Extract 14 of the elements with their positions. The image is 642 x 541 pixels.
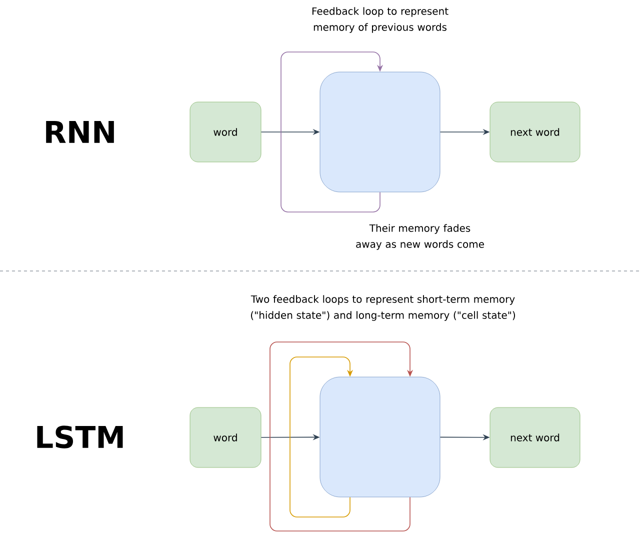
annotation: Feedback loop to represent memory of previous words bbox=[312, 7, 448, 33]
word-box: next word bbox=[490, 407, 580, 468]
word-box: word bbox=[190, 407, 262, 468]
cell-box bbox=[320, 376, 440, 498]
feedback-loop-arrow bbox=[270, 342, 414, 532]
section-title: LSTM bbox=[37, 426, 123, 448]
feedback-loop-arrow bbox=[290, 356, 354, 518]
word-box: next word bbox=[490, 102, 580, 162]
cell-box bbox=[320, 72, 440, 192]
section-title: RNN bbox=[46, 121, 114, 143]
word-box: word bbox=[190, 102, 262, 162]
feedback-loop-arrow bbox=[280, 52, 384, 212]
annotation: Two feedback loops to represent short-term memory ("hidden state") and long-term memory ("cell state") bbox=[250, 295, 515, 321]
annotation: Their memory fades away as new words come bbox=[356, 224, 484, 250]
